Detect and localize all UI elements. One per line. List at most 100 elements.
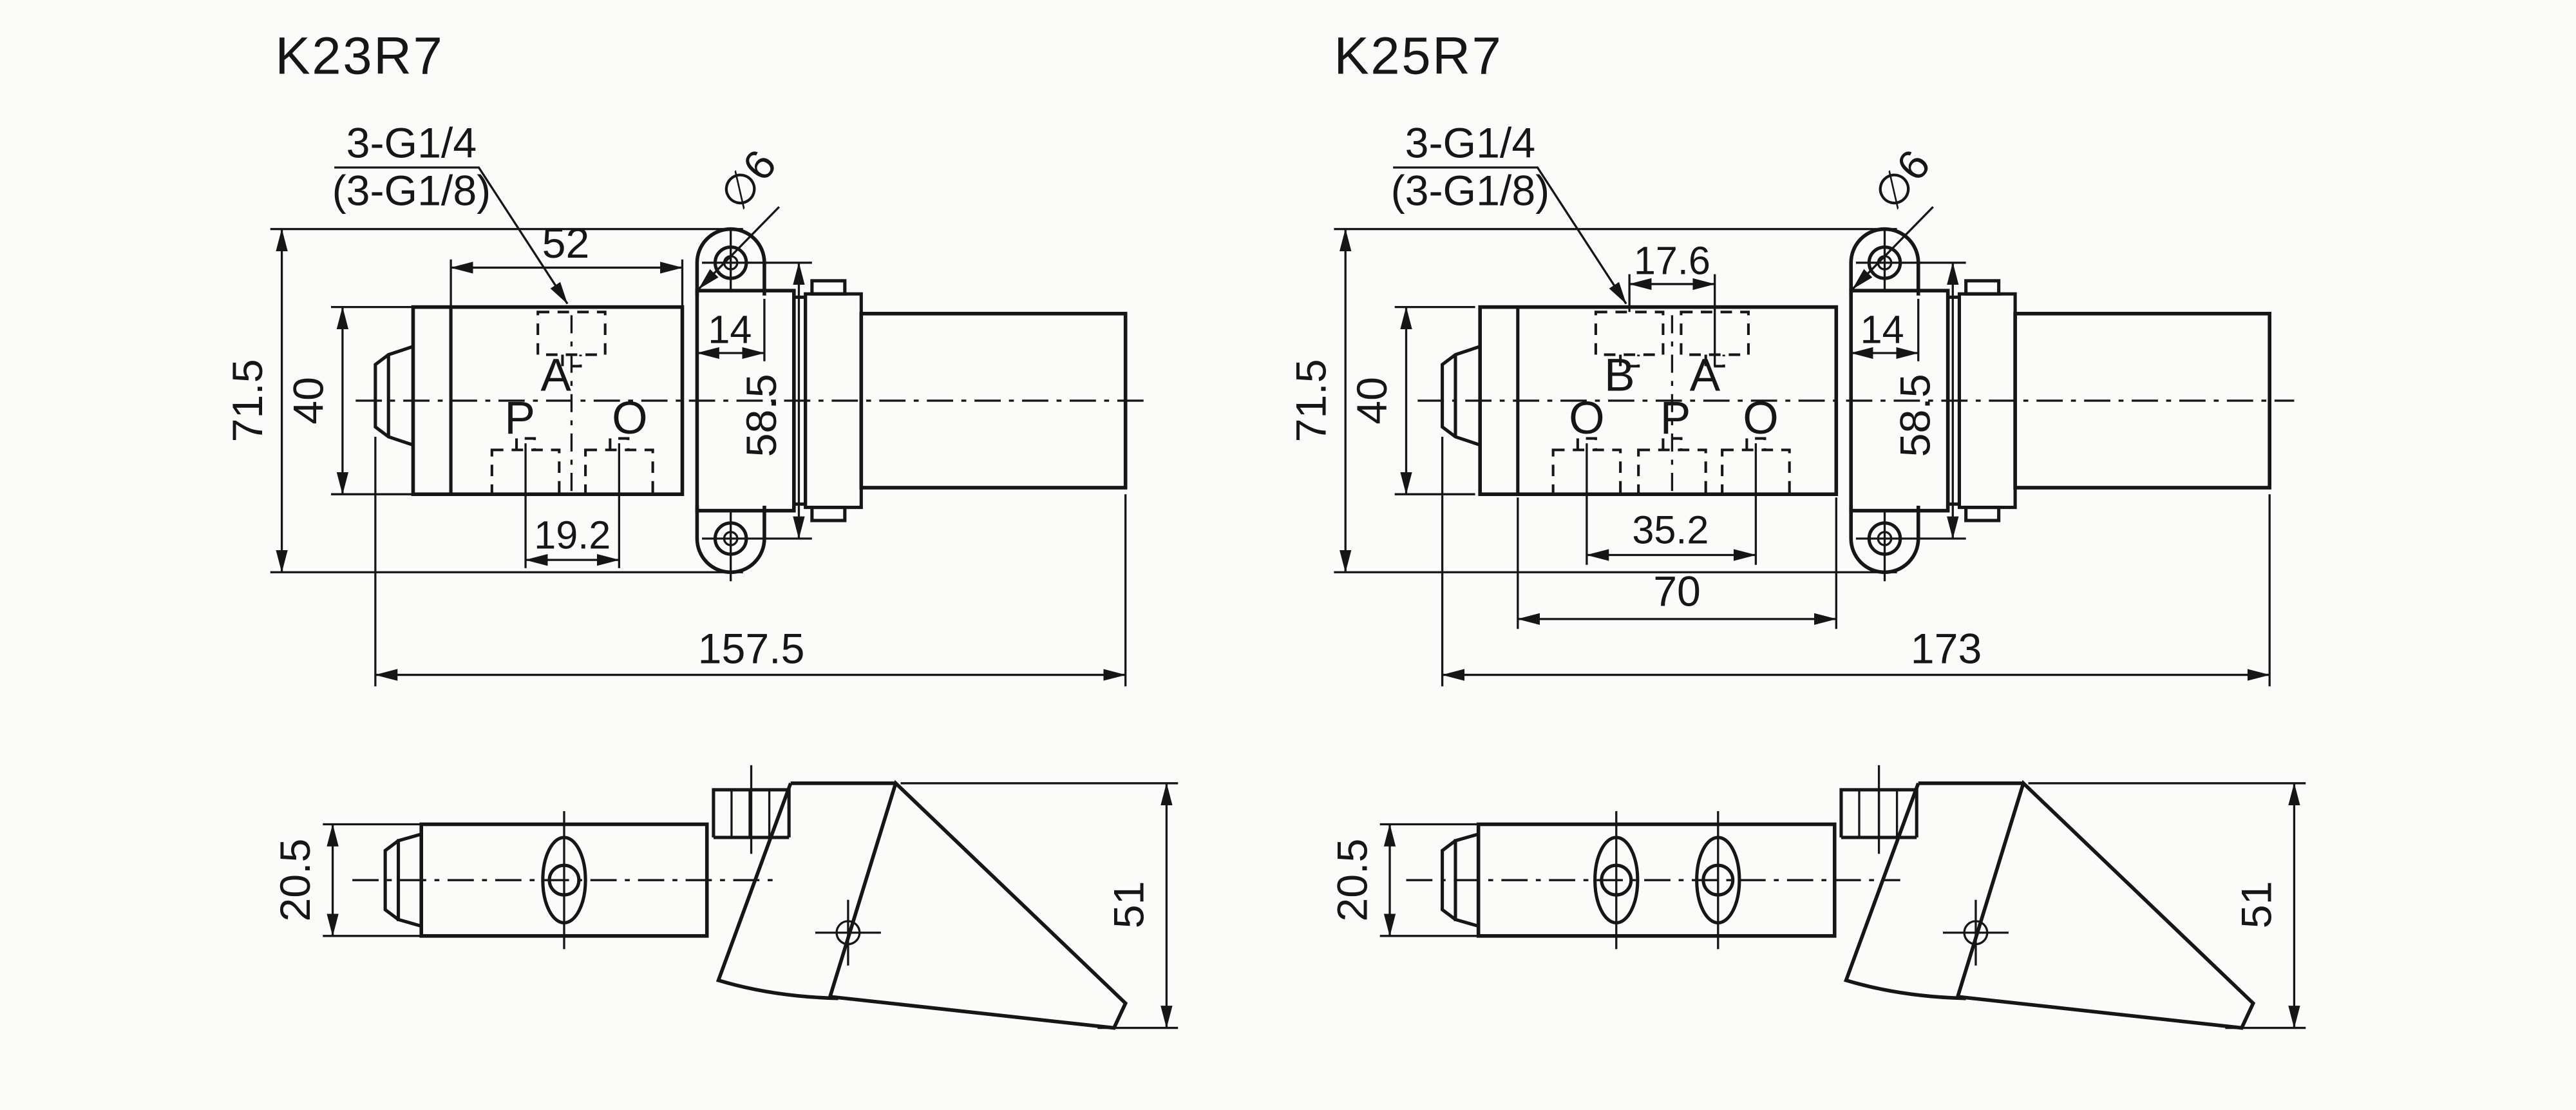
bracket-plate (1843, 781, 2023, 1000)
k23r7-thread-label-alt: (3-G1/8) (332, 167, 491, 215)
dim-157-5-text: 157.5 (698, 626, 805, 673)
dim-71-5-text: 71.5 (1288, 359, 1336, 442)
k23r7-dim-51: 51 (900, 782, 1179, 1029)
k25r7-side-actuator (1839, 765, 2256, 1030)
k23r7-thread-callout: 3-G1/4 (3-G1/8) (332, 120, 569, 305)
dim-20-5-text: 20.5 (272, 839, 319, 922)
k23r7-hole-callout: ∅6 (697, 142, 786, 290)
k25r7-dim-70: 70 (1517, 497, 1837, 629)
dim-58-5-text: 58.5 (738, 374, 786, 457)
k25r7-thread-leader (1393, 166, 1627, 305)
k25r7-drawing: K25R7 (1288, 27, 2306, 1030)
k25r7-side-body (1476, 822, 1837, 938)
k25r7-thread-label-alt: (3-G1/8) (1391, 167, 1550, 215)
k23r7-nozzle (374, 345, 414, 447)
k25r7-hole-callout: ∅6 (1852, 142, 1940, 290)
k23r7-dim-20-5: 20.5 (272, 823, 435, 937)
k23r7-hole-crosshairs (702, 229, 812, 582)
k23r7-dim-58-5: 58.5 (738, 262, 805, 539)
bracket-plate (715, 781, 896, 1000)
k25r7-hole-label: ∅6 (1864, 142, 1940, 219)
k25r7-cylinder (2013, 312, 2271, 490)
k23r7-tab-top (810, 279, 847, 296)
k23r7-title: K23R7 (275, 27, 444, 86)
k23r7-dim-71-5: 71.5 (224, 227, 743, 573)
k23r7-thread-label: 3-G1/4 (346, 120, 477, 167)
dim-14-text: 14 (708, 308, 752, 352)
dim-51-text: 51 (1106, 881, 1153, 929)
k23r7-thread-leader (334, 166, 569, 305)
k25r7-tab-top (1964, 279, 2001, 296)
k25r7-port-o2-notch (1745, 437, 1766, 450)
k25r7-port-o1-notch (1576, 437, 1597, 450)
k25r7-side-view: 20.5 51 (1329, 765, 2306, 1030)
k25r7-dim-71-5: 71.5 (1288, 227, 1897, 573)
k25r7-dim-14: 14 (1850, 298, 1920, 361)
k25r7-ports: B A O P O (1551, 311, 1791, 496)
k23r7-cylinder (859, 312, 1128, 490)
rib-lines (730, 789, 771, 837)
k23r7-port-o-label: O (612, 392, 648, 444)
k25r7-hole-leader (1852, 206, 1934, 290)
k23r7-port-a-label: A (540, 350, 571, 401)
k23r7-side-actuator (712, 765, 1128, 1030)
dim-71-5-text: 71.5 (224, 359, 272, 442)
k25r7-dim-20-5: 20.5 (1329, 823, 1492, 937)
dim-35-2-text: 35.2 (1632, 508, 1709, 552)
k23r7-ports: A P O (490, 311, 654, 496)
k23r7-dim-157-5: 157.5 (374, 436, 1127, 687)
k23r7-front-view: A P O 52 14 40 (224, 120, 1150, 687)
dim-20-5-text: 20.5 (1329, 839, 1376, 922)
k25r7-thread-callout: 3-G1/4 (3-G1/8) (1391, 120, 1627, 305)
k23r7-hole-label: ∅6 (711, 142, 786, 219)
k23r7-dim-14: 14 (696, 298, 766, 361)
k25r7-port-o2-label: O (1743, 392, 1779, 444)
k25r7-front-view: B A O P O 17.6 14 40 (1288, 120, 2295, 687)
k23r7-dim-19-2: 19.2 (524, 443, 621, 568)
dim-52-text: 52 (542, 220, 590, 267)
k25r7-port-p-label: P (1660, 392, 1691, 444)
k23r7-port-p-notch (515, 437, 536, 450)
k23r7-side-view: 20.5 51 (272, 765, 1179, 1030)
k25r7-dim-173: 173 (1441, 436, 2271, 687)
k23r7-hole-leader (697, 206, 781, 290)
k25r7-side-port-hole-2 (1695, 811, 1741, 950)
k23r7-tab-bottom (810, 506, 847, 522)
dim-17-6-text: 17.6 (1634, 239, 1710, 283)
k25r7-port-b-notch (1619, 354, 1640, 368)
k25r7-nozzle (1441, 345, 1481, 447)
lever-pivot-crosshair (1942, 899, 2009, 966)
k23r7-dim-52: 52 (450, 220, 684, 307)
k25r7-dim-58-5: 58.5 (1892, 262, 1959, 539)
k25r7-hole-crosshairs (1855, 229, 1966, 582)
k25r7-port-b-label: B (1604, 350, 1635, 401)
k25r7-title: K25R7 (1334, 27, 1502, 86)
dim-51-text: 51 (2233, 881, 2281, 929)
k25r7-side-port-hole-1 (1593, 811, 1640, 950)
k25r7-port-p (1637, 448, 1707, 496)
k23r7-drawing: K23R7 (224, 27, 1179, 1030)
k23r7-dim-40: 40 (285, 305, 412, 495)
dim-14-text: 14 (1861, 308, 1904, 352)
dim-173-text: 173 (1911, 626, 1982, 673)
k25r7-dim-40: 40 (1349, 305, 1475, 495)
dim-58-5-text: 58.5 (1892, 374, 1940, 457)
k25r7-port-b (1594, 311, 1665, 356)
dim-40-text: 40 (1349, 377, 1396, 425)
k23r7-side-nozzle (383, 832, 422, 928)
k25r7-dim-51: 51 (2028, 782, 2306, 1029)
k25r7-port-a-label: A (1690, 350, 1721, 401)
k25r7-side-nozzle (1441, 832, 1479, 928)
k25r7-tab-bottom (1964, 506, 2001, 522)
k25r7-thread-label: 3-G1/4 (1405, 120, 1536, 167)
dim-19-2-text: 19.2 (534, 513, 611, 557)
k25r7-dim-17-6: 17.6 (1628, 239, 1716, 367)
k23r7-side-port-hole (541, 811, 587, 950)
k25r7-port-p-notch (1662, 437, 1683, 450)
dim-70-text: 70 (1653, 568, 1701, 616)
lever-pivot-crosshair (815, 899, 881, 966)
roller-lever (828, 780, 1128, 1030)
k23r7-port-o-notch (609, 437, 630, 450)
k25r7-dim-35-2: 35.2 (1586, 443, 1757, 565)
